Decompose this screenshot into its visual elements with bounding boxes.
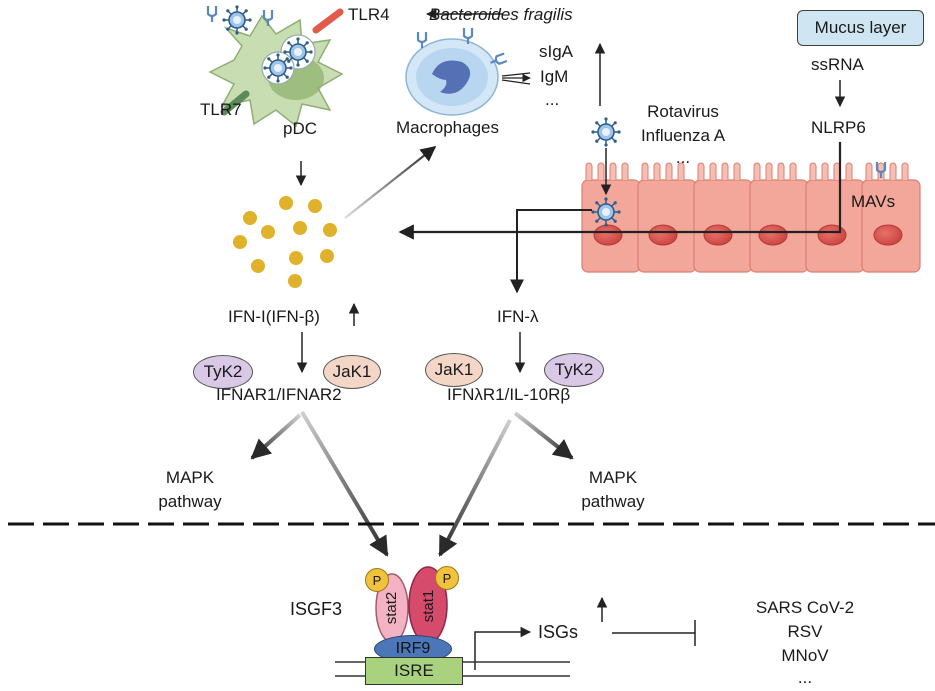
mapk-left-label: MAPK: [165, 468, 215, 487]
virus-icon: [590, 196, 622, 228]
macrophage-icon: [405, 38, 499, 116]
pdc-label: pDC: [283, 119, 318, 138]
tyk2-left-label: TyK2: [203, 362, 243, 381]
ifnlr-label: IFNλR1/IL-10Rβ: [447, 385, 571, 404]
rotavirus-label: Rotavirus: [647, 102, 719, 121]
phospho-right-icon: P: [435, 566, 459, 590]
mapk-right-label: MAPK: [588, 468, 638, 487]
jak1-right-oval: JaK1: [425, 353, 483, 387]
arrows: [250, 8, 846, 670]
mavs-label: MAVs: [851, 192, 896, 211]
influenza-label: Influenza A: [640, 126, 726, 145]
nlrp6-label: NLRP6: [811, 118, 866, 137]
mapk-left-pathway-label: pathway: [158, 492, 222, 511]
tyk2-left-oval: TyK2: [193, 355, 253, 389]
virus-icon: [590, 116, 622, 148]
isre-label: ISRE: [394, 661, 434, 680]
isgs-label: ISGs: [538, 622, 579, 642]
tyk2-right-label: TyK2: [554, 360, 594, 379]
ifn-dots: [233, 196, 337, 288]
receptor-icon: [206, 4, 218, 24]
isgf3-label: ISGF3: [290, 599, 343, 619]
ig-ellipsis-label: ...: [545, 90, 560, 109]
rsv-label: RSV: [787, 622, 823, 641]
ifnar-label: IFNAR1/IFNAR2: [216, 385, 342, 404]
phospho-right-label: P: [442, 570, 452, 586]
jak1-right-label: JaK1: [434, 360, 474, 379]
siga-label: sIgA: [539, 42, 574, 61]
phospho-left-icon: P: [365, 568, 389, 592]
ifn-lambda-label: IFN-λ: [497, 307, 539, 326]
mucus-layer-box: Mucus layer: [797, 10, 924, 46]
jak1-left-oval: JaK1: [323, 355, 381, 389]
virus-icon: [221, 4, 253, 36]
tlr7-label: TLR7: [200, 100, 242, 119]
targets-ellipsis-label: ...: [797, 668, 813, 687]
virus-icon: [282, 36, 314, 68]
tyk2-right-oval: TyK2: [544, 353, 604, 387]
macrophages-label: Macrophages: [396, 118, 500, 137]
jak1-left-label: JaK1: [332, 362, 372, 381]
phospho-left-label: P: [372, 572, 382, 588]
virus-icon: [262, 52, 294, 84]
epithelial-cell-icon: [581, 162, 921, 273]
mapk-right-pathway-label: pathway: [581, 492, 645, 511]
virus-ellipsis-label: ...: [675, 148, 691, 167]
tlr4-label: TLR4: [348, 5, 390, 24]
sars-label: SARS CoV-2: [755, 598, 855, 617]
irf9-label: IRF9: [395, 640, 431, 657]
mucus-layer-label: Mucus layer: [814, 18, 907, 37]
igm-label: IgM: [540, 67, 569, 86]
isre-box: ISRE: [365, 657, 463, 685]
ssrna-label: ssRNA: [811, 55, 864, 74]
mnov-label: MNoV: [781, 646, 829, 665]
ifn-i-label: IFN-I(IFN-β): [228, 307, 320, 326]
stat1-label: stat1: [420, 589, 437, 623]
bacteroides-label: Bacteroides fragilis: [429, 5, 573, 24]
stat2-label: stat2: [383, 591, 400, 625]
